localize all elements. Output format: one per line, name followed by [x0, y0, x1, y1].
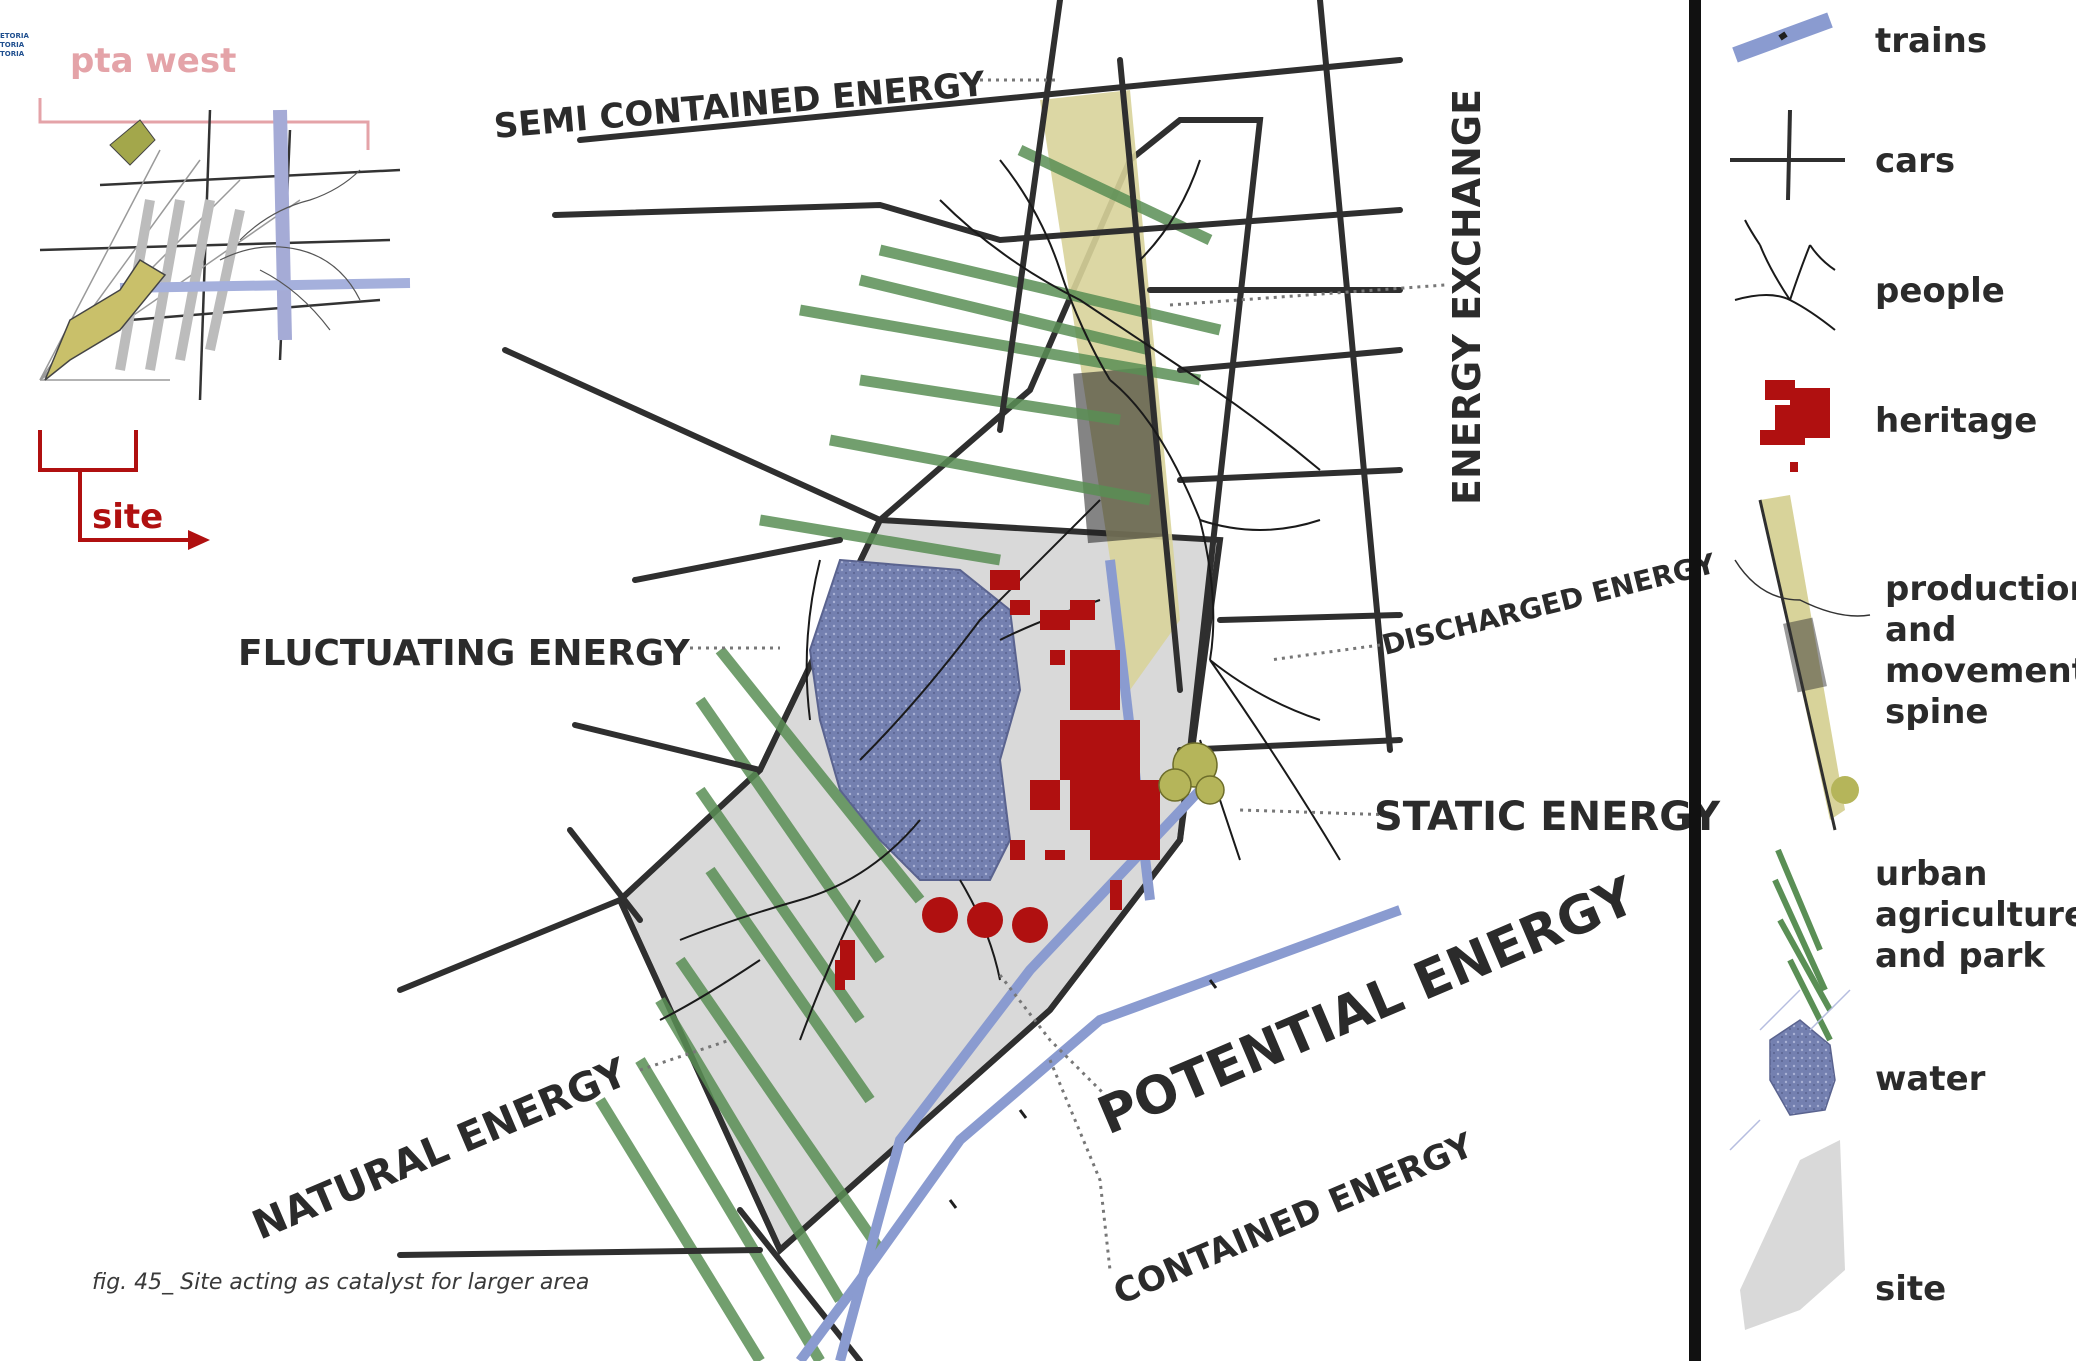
legend-label-cars: cars [1875, 141, 1955, 181]
logo-line: ETORIA [0, 32, 29, 40]
legend-label-production: spine [1885, 692, 1989, 732]
legend-label-production: production [1885, 569, 2076, 609]
logo-line: TORIA [0, 50, 25, 58]
inset-people-network [219, 169, 361, 331]
label-fluctuating-energy: FLUCTUATING ENERGY [238, 633, 691, 674]
legend-label-people: people [1875, 271, 2005, 311]
legend-label-heritage: heritage [1875, 401, 2037, 441]
label-potential-energy: POTENTIAL ENERGY [1090, 866, 1646, 1147]
label-semi-contained-energy: SEMI CONTAINED ENERGY [492, 64, 986, 147]
heritage-icon [1760, 380, 1830, 472]
label-discharged-energy: DISCHARGED ENERGY [1379, 547, 1720, 662]
university-logo: ETORIA TORIA TORIA [0, 32, 40, 59]
spine-icon [1734, 495, 1871, 831]
inset-title: pta west [70, 41, 236, 81]
legend-label-agriculture: and park [1875, 936, 2046, 976]
label-energy-exchange: ENERGY EXCHANGE [1445, 89, 1489, 505]
heritage-buildings [835, 570, 1160, 990]
inset-bracket [38, 98, 370, 150]
legend-label-water: water [1875, 1059, 1986, 1099]
legend: trains cars people heritage [1729, 12, 2076, 1330]
inset-map: pta west [38, 41, 411, 550]
legend-label-production: and [1885, 610, 1957, 650]
legend-label-agriculture: agriculture [1875, 895, 2076, 935]
legend-label-production: movement [1885, 651, 2076, 691]
people-icon [1734, 219, 1836, 331]
legend-label-agriculture: urban [1875, 854, 1987, 894]
label-leaders [639, 78, 1446, 1271]
logo-line: TORIA [0, 41, 25, 49]
label-static-energy: STATIC ENERGY [1374, 794, 1721, 840]
inset-site-shape [44, 258, 167, 381]
legend-label-trains: trains [1875, 21, 1987, 61]
inset-site-arrowhead [188, 530, 210, 550]
inset-train [119, 278, 411, 293]
legend-label-site: site [1875, 1269, 1946, 1309]
urban-agriculture-stripes [595, 145, 1222, 1361]
inset-spine [273, 109, 292, 341]
spine-green-node [1158, 742, 1225, 805]
label-natural-energy: NATURAL ENERGY [246, 1049, 635, 1249]
inset-green-patch [109, 119, 156, 166]
train-marks [948, 979, 1218, 1209]
train-icon [1732, 12, 1833, 63]
inset-site-bracket [38, 430, 138, 472]
water-icon [1729, 989, 1851, 1151]
label-contained-energy: CONTAINED ENERGY [1108, 1125, 1480, 1313]
car-icon [1730, 109, 1845, 201]
site-icon [1740, 1140, 1845, 1330]
agriculture-icon [1772, 848, 1833, 1042]
figure-caption: fig. 45_ Site acting as catalyst for lar… [92, 1270, 590, 1295]
inset-site-label: site [92, 497, 163, 537]
road-network [397, 0, 1403, 1361]
inset-site-arrow-line [78, 470, 190, 542]
